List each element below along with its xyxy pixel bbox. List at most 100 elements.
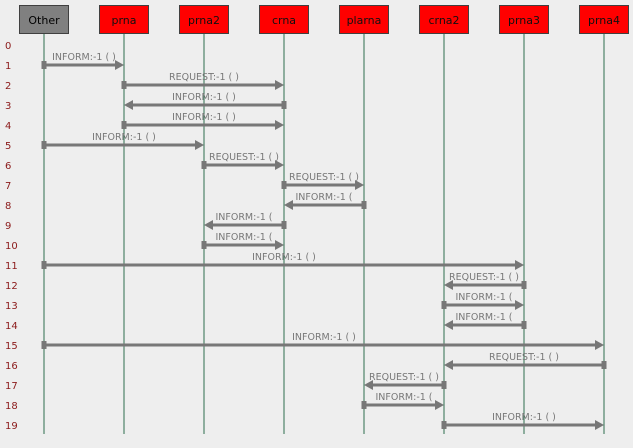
row-number: 19 <box>5 421 18 432</box>
message-label: REQUEST:-1 ( ) <box>489 352 559 363</box>
arrowhead <box>515 300 524 310</box>
actor-label: prna4 <box>588 14 620 27</box>
message-arrow[interactable]: REQUEST:-1 ( ) <box>444 352 607 370</box>
row-number: 3 <box>5 101 11 112</box>
message-label: INFORM:-1 ( ) <box>492 412 556 423</box>
message-arrow[interactable]: REQUEST:-1 ( ) <box>364 372 447 390</box>
actor-label: prna2 <box>188 14 220 27</box>
message-label: INFORM:-1 ( ) <box>92 132 156 143</box>
actor-prna2[interactable]: prna2 <box>179 5 229 34</box>
message-arrow[interactable]: INFORM:-1 ( ) <box>121 112 285 130</box>
message-label: INFORM:-1 ( <box>215 232 272 243</box>
row-number: 0 <box>5 41 11 52</box>
message-label: INFORM:-1 ( <box>295 192 352 203</box>
row-number: 16 <box>5 361 18 372</box>
row-number: 13 <box>5 301 18 312</box>
row-number: 1 <box>5 61 11 72</box>
message-arrow[interactable]: INFORM:-1 ( <box>361 392 445 410</box>
message-arrow[interactable]: INFORM:-1 ( <box>444 312 527 330</box>
actor-box <box>419 5 469 34</box>
arrowhead <box>275 240 284 250</box>
message-label: INFORM:-1 ( ) <box>252 252 316 263</box>
message-label: REQUEST:-1 ( ) <box>169 72 239 83</box>
actor-crna[interactable]: crna <box>259 5 309 34</box>
message-arrow[interactable]: INFORM:-1 ( <box>204 212 287 230</box>
message-arrow[interactable]: REQUEST:-1 ( ) <box>281 172 365 190</box>
message-label: INFORM:-1 ( ) <box>172 112 236 123</box>
message-arrow[interactable]: REQUEST:-1 ( ) <box>444 272 527 290</box>
message-arrow[interactable]: REQUEST:-1 ( ) <box>121 72 285 90</box>
actor-headers: Other prna prna2 crna plarna crna2 prna3 prna4 <box>19 5 629 34</box>
row-number: 15 <box>5 341 18 352</box>
arrowhead <box>195 140 204 150</box>
actor-label: crna2 <box>428 14 459 27</box>
actor-box <box>339 5 389 34</box>
message-label: REQUEST:-1 ( ) <box>449 272 519 283</box>
row-number: 7 <box>5 181 11 192</box>
arrowhead <box>515 260 524 270</box>
message-label: INFORM:-1 ( <box>455 312 512 323</box>
actor-box <box>579 5 629 34</box>
actor-prna[interactable]: prna <box>99 5 149 34</box>
row-number: 8 <box>5 201 11 212</box>
arrowhead <box>355 180 364 190</box>
message-arrow[interactable]: INFORM:-1 ( ) <box>441 412 605 430</box>
arrowhead <box>444 320 453 330</box>
row-number: 4 <box>5 121 11 132</box>
row-number: 12 <box>5 281 18 292</box>
actor-prna4[interactable]: prna4 <box>579 5 629 34</box>
actor-label: prna3 <box>508 14 540 27</box>
message-arrow[interactable]: INFORM:-1 ( ) <box>124 92 287 110</box>
arrowhead <box>275 120 284 130</box>
arrowhead <box>595 420 604 430</box>
message-arrow[interactable]: REQUEST:-1 ( ) <box>201 152 285 170</box>
actor-box <box>19 5 69 34</box>
messages: INFORM:-1 ( ) REQUEST:-1 ( ) INFORM:-1 ( )… <box>41 52 607 430</box>
actor-Other[interactable]: Other <box>19 5 69 34</box>
row-number: 6 <box>5 161 11 172</box>
message-arrow[interactable]: INFORM:-1 ( ) <box>41 252 525 270</box>
arrowhead <box>435 400 444 410</box>
row-number: 17 <box>5 381 18 392</box>
message-label: INFORM:-1 ( <box>455 292 512 303</box>
lifelines <box>43 34 605 434</box>
message-label: REQUEST:-1 ( ) <box>369 372 439 383</box>
message-label: INFORM:-1 ( <box>215 212 272 223</box>
arrowhead <box>275 80 284 90</box>
message-label: REQUEST:-1 ( ) <box>209 152 279 163</box>
actor-label: prna <box>111 14 136 27</box>
arrowhead <box>364 380 373 390</box>
message-arrow[interactable]: INFORM:-1 ( ) <box>41 132 205 150</box>
actor-crna2[interactable]: crna2 <box>419 5 469 34</box>
arrowhead <box>275 160 284 170</box>
row-number: 2 <box>5 81 11 92</box>
actor-box <box>99 5 149 34</box>
row-number: 14 <box>5 321 18 332</box>
actor-label: Other <box>28 14 60 27</box>
actor-plarna[interactable]: plarna <box>339 5 389 34</box>
actor-box <box>179 5 229 34</box>
message-label: INFORM:-1 ( ) <box>172 92 236 103</box>
message-label: INFORM:-1 ( ) <box>52 52 116 63</box>
actor-label: plarna <box>347 14 382 27</box>
arrowhead <box>284 200 293 210</box>
arrowhead <box>124 100 133 110</box>
arrowhead <box>204 220 213 230</box>
message-arrow[interactable]: INFORM:-1 ( ) <box>41 52 125 70</box>
actor-box <box>499 5 549 34</box>
actor-prna3[interactable]: prna3 <box>499 5 549 34</box>
row-number: 9 <box>5 221 11 232</box>
actor-box <box>259 5 309 34</box>
arrowhead <box>115 60 124 70</box>
message-arrow[interactable]: INFORM:-1 ( ) <box>41 332 605 350</box>
row-number: 10 <box>5 241 18 252</box>
arrowhead <box>444 360 453 370</box>
message-label: INFORM:-1 ( <box>375 392 432 403</box>
message-arrow[interactable]: INFORM:-1 ( <box>201 232 285 250</box>
message-arrow[interactable]: INFORM:-1 ( <box>284 192 367 210</box>
message-arrow[interactable]: INFORM:-1 ( <box>441 292 525 310</box>
arrowhead <box>595 340 604 350</box>
message-label: REQUEST:-1 ( ) <box>289 172 359 183</box>
